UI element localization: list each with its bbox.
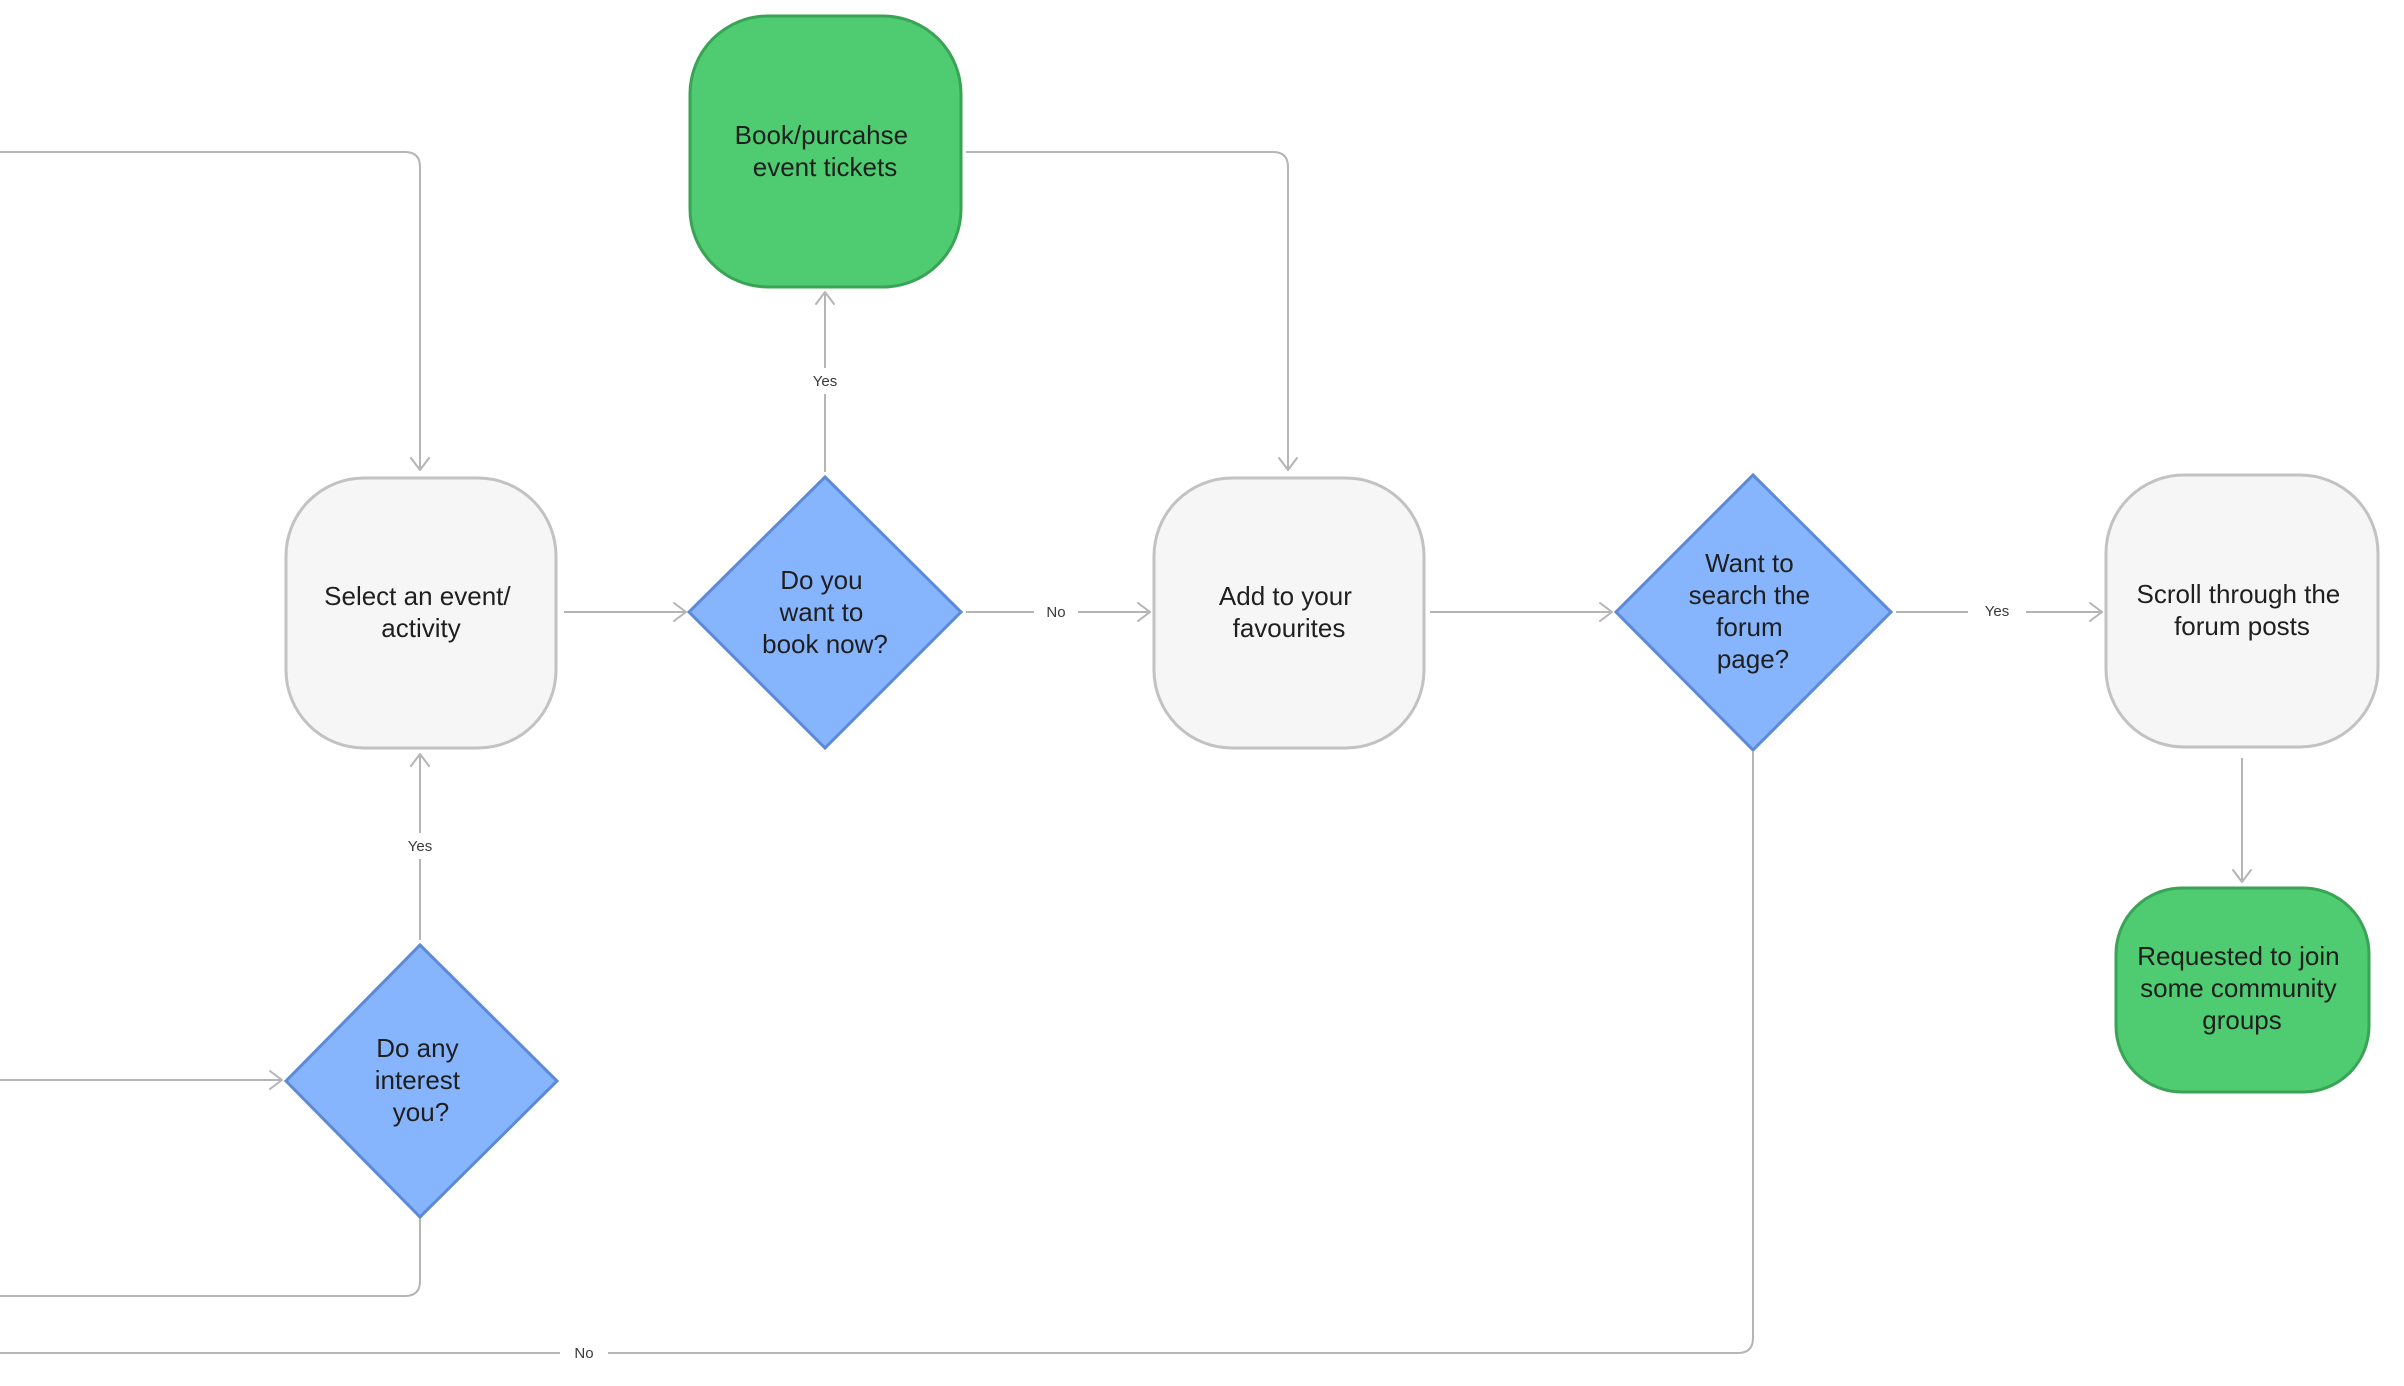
- edge-label-forum-yes-text: Yes: [1985, 603, 2009, 620]
- arrowhead-into-select-bottom: [410, 753, 430, 767]
- node-join-groups-shape: [2114, 886, 2371, 1094]
- node-book-now-decision-label: Do you want to book now?: [762, 565, 888, 659]
- arrowhead-into-tickets: [815, 291, 835, 305]
- connector-forum-decision-no: [0, 752, 1754, 1354]
- arrowhead-into-select-top: [410, 457, 430, 471]
- node-search-forum-decision-shape: [1613, 472, 1894, 753]
- node-interest-decision-label: Do any interest you?: [375, 1033, 468, 1127]
- node-add-favourites-shape: [1152, 476, 1426, 750]
- edge-label-book-yes: Yes: [798, 368, 852, 394]
- node-scroll-forum-shape: [2104, 473, 2380, 749]
- node-book-now-decision-shape: [686, 474, 964, 751]
- arrowhead-into-book-decision: [673, 602, 687, 622]
- edge-label-forum-yes: Yes: [1968, 599, 2026, 625]
- connector-interest-bottom-left: [0, 1216, 421, 1297]
- node-book-tickets: Book/purcahse event tickets: [688, 14, 963, 289]
- node-scroll-forum: Scroll through the forum posts: [2104, 473, 2380, 749]
- arrowhead-into-forum-decision: [1599, 602, 1613, 622]
- node-add-favourites: Add to your favourites: [1152, 476, 1426, 750]
- edge-label-book-no: No: [1034, 599, 1078, 625]
- arrowhead-into-interest: [269, 1070, 283, 1090]
- arrowhead-into-join: [2232, 869, 2252, 883]
- node-book-now-decision: Do you want to book now?: [686, 474, 964, 751]
- node-search-forum-decision: Want to search the forum page?: [1613, 472, 1894, 753]
- node-book-tickets-shape: [688, 14, 963, 289]
- connectors: [0, 151, 2252, 1354]
- edge-label-interest-yes-text: Yes: [408, 838, 432, 855]
- connector-tickets-to-favourites: [966, 151, 1289, 468]
- node-interest-decision-shape: [283, 942, 560, 1220]
- node-interest-decision: Do any interest you?: [283, 942, 560, 1220]
- edge-label-book-yes-text: Yes: [813, 373, 837, 390]
- node-book-tickets-label: Book/purcahse event tickets: [735, 120, 916, 182]
- node-select-event-shape: [284, 476, 558, 750]
- node-scroll-forum-label: Scroll through the forum posts: [2136, 579, 2347, 641]
- node-join-groups: Requested to join some community groups: [2114, 886, 2371, 1094]
- arrowhead-into-scroll: [2089, 602, 2103, 622]
- node-join-groups-label: Requested to join some community groups: [2137, 941, 2347, 1035]
- edge-label-forum-no-text: No: [574, 1345, 593, 1362]
- node-search-forum-decision-label: Want to search the forum page?: [1689, 548, 1818, 674]
- edge-label-interest-yes: Yes: [393, 833, 447, 859]
- node-select-event-label: Select an event/ activity: [324, 581, 518, 643]
- edge-label-forum-no: No: [560, 1340, 608, 1366]
- edge-label-book-no-text: No: [1046, 604, 1065, 621]
- arrowhead-into-favourites-left: [1137, 602, 1151, 622]
- node-select-event: Select an event/ activity: [284, 476, 558, 750]
- node-add-favourites-label: Add to your favourites: [1219, 581, 1359, 643]
- edge-labels: Yes No Yes Yes No: [393, 368, 2026, 1366]
- arrowhead-into-favourites-top: [1278, 457, 1298, 471]
- connector-top-left-to-select: [0, 151, 421, 468]
